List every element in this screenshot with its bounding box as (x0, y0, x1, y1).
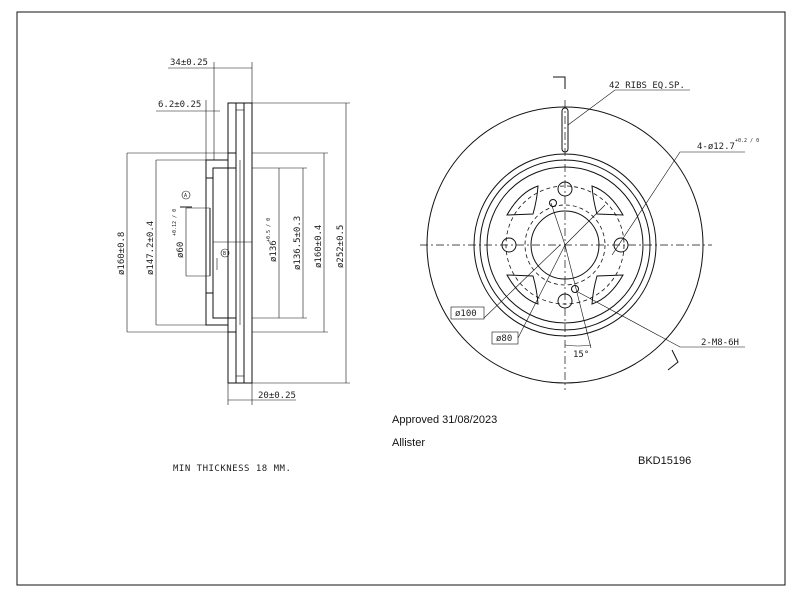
datum-b: B (223, 251, 226, 257)
thread-hole (571, 285, 579, 293)
dim-d60-tol: +0.12 / 0 (172, 209, 178, 236)
label-holes: 4-ø12.7 (697, 142, 735, 152)
label-threads: 2-M8-6H (701, 338, 739, 348)
label-ribs: 42 RIBS EQ.SP. (609, 81, 685, 91)
dim-hat-thickness: 6.2±0.25 (158, 100, 201, 110)
dim-d136-tol: +0.5 / 0 (266, 218, 272, 242)
dim-overall-width: 34±0.25 (170, 58, 208, 68)
dim-d160-04: ø160±0.4 (314, 225, 324, 268)
side-section-view: 34±0.25 6.2±0.25 20±0.25 ø160±0.8 ø147.2… (117, 58, 350, 405)
drawing-frame (16, 11, 786, 586)
label-angle: 15° (573, 350, 589, 360)
min-thickness-note: MIN THICKNESS 18 MM. (173, 464, 292, 474)
dim-d136-5: ø136.5±0.3 (293, 216, 303, 270)
datum-a: A (184, 193, 187, 199)
stud-hole (613, 237, 629, 253)
label-holes-tol: +0.2 / 0 (735, 138, 759, 144)
stud-hole (557, 181, 573, 197)
approver-name: Allister (392, 437, 426, 449)
front-view: 42 RIBS EQ.SP. 4-ø12.7 +0.2 / 0 ø100 ø80… (420, 76, 759, 390)
dim-disc-thickness: 20±0.25 (258, 391, 296, 401)
dim-d60: ø60 (176, 242, 186, 258)
label-pcd-100: ø100 (455, 309, 477, 319)
dim-d160-08: ø160±0.8 (117, 232, 127, 275)
thread-hole (549, 199, 557, 207)
label-pcd-80: ø80 (496, 334, 512, 344)
dim-d136: ø136 (269, 240, 279, 262)
stud-hole (501, 237, 517, 253)
part-number: BKD15196 (638, 455, 692, 467)
dim-d147: ø147.2±0.4 (146, 221, 156, 275)
approval-date: Approved 31/08/2023 (392, 414, 498, 426)
dim-d252: ø252±0.5 (336, 225, 346, 268)
stud-hole (557, 293, 573, 309)
